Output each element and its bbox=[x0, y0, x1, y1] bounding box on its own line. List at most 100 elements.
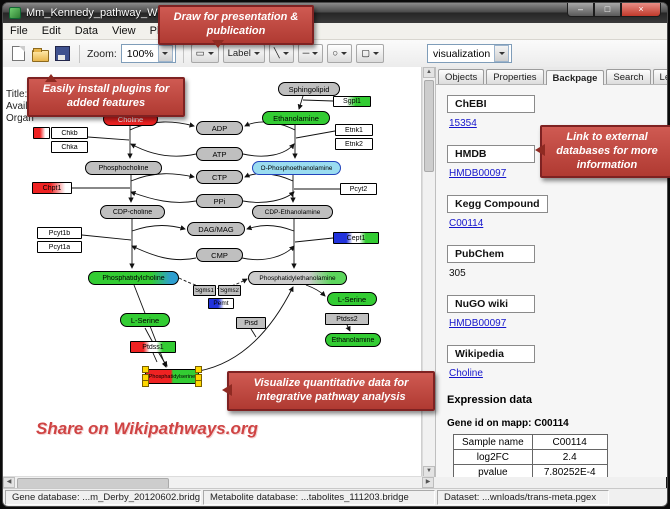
pathway-node-l-serine-left[interactable]: L-Serine bbox=[120, 313, 170, 327]
pathway-canvas[interactable]: Title: Avail Organ bbox=[3, 67, 422, 477]
selection-handle[interactable] bbox=[195, 366, 202, 373]
menu-data[interactable]: Data bbox=[74, 25, 98, 37]
minimize-button[interactable]: – bbox=[567, 3, 594, 17]
shape-tool-button[interactable]: ○ bbox=[327, 44, 353, 63]
pathway-node-ptdss1[interactable]: Ptdss1 bbox=[130, 341, 176, 353]
table-row: log2FC 2.4 bbox=[453, 449, 608, 465]
gene-database-status: Gene database: ...m_Derby_20120602.bridg… bbox=[5, 490, 201, 505]
chebi-link[interactable]: 15354 bbox=[449, 118, 477, 129]
visualization-combobox[interactable]: visualization bbox=[427, 44, 513, 63]
pathway-node-sgms1[interactable]: Sgms1 bbox=[193, 285, 216, 296]
pathway-node-chkb-colorbox[interactable] bbox=[33, 127, 50, 139]
chevron-down-icon bbox=[341, 52, 348, 58]
pathway-node-pcyt1a[interactable]: Pcyt1a bbox=[37, 241, 82, 253]
pathway-node-l-serine-right[interactable]: L-Serine bbox=[327, 292, 377, 306]
menu-file[interactable]: File bbox=[10, 25, 28, 37]
pathway-node-o-phosphoethanolamine[interactable]: O-Phosphoethanolamine bbox=[252, 161, 341, 175]
table-cell: log2FC bbox=[453, 449, 533, 465]
canvas-vertical-scrollbar[interactable]: ▲ ▼ bbox=[422, 67, 435, 477]
selection-handle[interactable] bbox=[195, 380, 202, 387]
tab-legend[interactable]: Legend bbox=[652, 69, 667, 84]
menu-view[interactable]: View bbox=[111, 25, 136, 37]
pathway-info-labels: Title: Avail Organ bbox=[6, 89, 34, 125]
new-file-icon[interactable] bbox=[12, 46, 25, 61]
pathway-node-pcyt2[interactable]: Pcyt2 bbox=[340, 183, 377, 195]
hmdb-link[interactable]: HMDB00097 bbox=[449, 168, 507, 179]
pathway-node-ethanolamine-top[interactable]: Ethanolamine bbox=[262, 111, 330, 125]
pathway-node-sgms2[interactable]: Sgms2 bbox=[218, 285, 241, 296]
selection-handle[interactable] bbox=[142, 373, 149, 381]
pathway-node-adp[interactable]: ADP bbox=[196, 121, 243, 135]
pathway-node-phosphocholine[interactable]: Phosphocholine bbox=[85, 161, 162, 175]
open-folder-icon[interactable] bbox=[32, 47, 49, 62]
chevron-down-icon bbox=[373, 52, 380, 58]
tab-backpage[interactable]: Backpage bbox=[545, 70, 605, 85]
database-name-box: ChEBI bbox=[447, 95, 535, 113]
pathway-node-pcyt1b[interactable]: Pcyt1b bbox=[37, 227, 82, 239]
pathway-node-dag-mag[interactable]: DAG/MAG bbox=[187, 222, 245, 236]
close-button[interactable]: × bbox=[621, 3, 661, 17]
datanode-tool-button[interactable]: ▭ bbox=[190, 44, 219, 63]
pathway-node-sphingolipid[interactable]: Sphingolipid bbox=[278, 82, 340, 96]
template-tool-button[interactable]: ▢ bbox=[356, 44, 385, 63]
share-on-wikipathways-text: Share on Wikipathways.org bbox=[36, 419, 258, 438]
pathway-node-cept1[interactable]: Cept1 bbox=[333, 232, 379, 244]
pathway-node-etnk1[interactable]: Etnk1 bbox=[335, 124, 373, 136]
expression-data-heading: Expression data bbox=[447, 394, 532, 406]
tab-search[interactable]: Search bbox=[606, 69, 651, 84]
table-cell: C00114 bbox=[531, 434, 608, 450]
zoom-label: Zoom: bbox=[87, 47, 117, 60]
pathway-node-cmp[interactable]: CMP bbox=[196, 248, 243, 262]
line-tool-button[interactable]: ╲ bbox=[268, 44, 294, 63]
tab-objects[interactable]: Objects bbox=[438, 69, 485, 84]
table-row: pvalue 7.80252E-4 bbox=[453, 464, 608, 477]
label-tool-button[interactable]: Label bbox=[222, 44, 265, 63]
pathway-availability-label: Avail bbox=[6, 101, 28, 112]
dataset-status: Dataset: ...wnloads/trans-meta.pgex bbox=[437, 490, 609, 505]
pathway-node-chka[interactable]: Chka bbox=[51, 141, 88, 153]
scroll-up-icon[interactable]: ▲ bbox=[423, 67, 435, 78]
maximize-button[interactable]: □ bbox=[594, 3, 621, 17]
pathway-node-sgpl1[interactable]: Sgpl1 bbox=[333, 96, 371, 107]
chevron-down-icon bbox=[207, 52, 214, 58]
pathway-node-ppi[interactable]: PPi bbox=[196, 194, 243, 208]
pathway-node-cdp-ethanolamine[interactable]: CDP-Ethanolamine bbox=[252, 205, 333, 219]
nugo-wiki-link[interactable]: HMDB00097 bbox=[449, 318, 507, 329]
chevron-down-icon[interactable] bbox=[494, 45, 510, 62]
pathway-node-phosphatidylcholine[interactable]: Phosphatidylcholine bbox=[88, 271, 179, 285]
menu-edit[interactable]: Edit bbox=[41, 25, 61, 37]
selection-handle[interactable] bbox=[142, 366, 149, 373]
kegg-link[interactable]: C00114 bbox=[449, 218, 484, 229]
graphical-line-tool-button[interactable]: ─ bbox=[297, 44, 324, 63]
pathway-node-phosphatidylethanolamine[interactable]: Phosphatidylethanolamine bbox=[248, 271, 347, 285]
pathway-node-phosphatidylserine[interactable]: Phosphatidylserine bbox=[142, 366, 202, 387]
pathway-node-chkb[interactable]: Chkb bbox=[51, 127, 88, 139]
pathway-node-pemt[interactable]: Pemt bbox=[208, 298, 234, 309]
callout-install-plugins: Easily install plugins for added feature… bbox=[27, 74, 185, 117]
save-icon[interactable] bbox=[55, 46, 70, 61]
database-name-box: PubChem bbox=[447, 245, 535, 263]
pathway-node-chpt1[interactable]: Chpt1 bbox=[32, 182, 72, 194]
pathway-node-atp[interactable]: ATP bbox=[196, 147, 243, 161]
pathway-node-cdp-choline[interactable]: CDP-choline bbox=[100, 205, 165, 219]
scrollbar-thumb[interactable] bbox=[424, 80, 434, 172]
pathway-node-etnk2[interactable]: Etnk2 bbox=[335, 138, 373, 150]
pathway-node-ctp[interactable]: CTP bbox=[196, 170, 243, 184]
window-controls: – □ × bbox=[567, 3, 661, 17]
pathway-node-ptdss2[interactable]: Ptdss2 bbox=[325, 313, 369, 325]
metabolite-database-status: Metabolite database: ...tabolites_111203… bbox=[203, 490, 435, 505]
pathway-node-ethanolamine-right[interactable]: Ethanolamine bbox=[325, 333, 381, 347]
canvas-horizontal-scrollbar[interactable]: ◀ ▶ bbox=[3, 476, 434, 489]
zoom-combobox[interactable]: 100% bbox=[120, 44, 176, 63]
workspace: Title: Avail Organ bbox=[3, 67, 667, 477]
pathway-node-pisd[interactable]: Pisd bbox=[236, 317, 266, 329]
toolbar: Zoom: 100% ▭ Label ╲ ─ ○ ▢ visualization bbox=[3, 40, 667, 68]
scroll-right-icon[interactable]: ▶ bbox=[422, 477, 434, 488]
selection-handle[interactable] bbox=[195, 373, 202, 381]
tab-properties[interactable]: Properties bbox=[486, 69, 544, 84]
wikipedia-link[interactable]: Choline bbox=[449, 368, 483, 379]
chevron-down-icon[interactable] bbox=[157, 45, 173, 62]
selection-handle[interactable] bbox=[142, 380, 149, 387]
scroll-left-icon[interactable]: ◀ bbox=[3, 477, 15, 488]
